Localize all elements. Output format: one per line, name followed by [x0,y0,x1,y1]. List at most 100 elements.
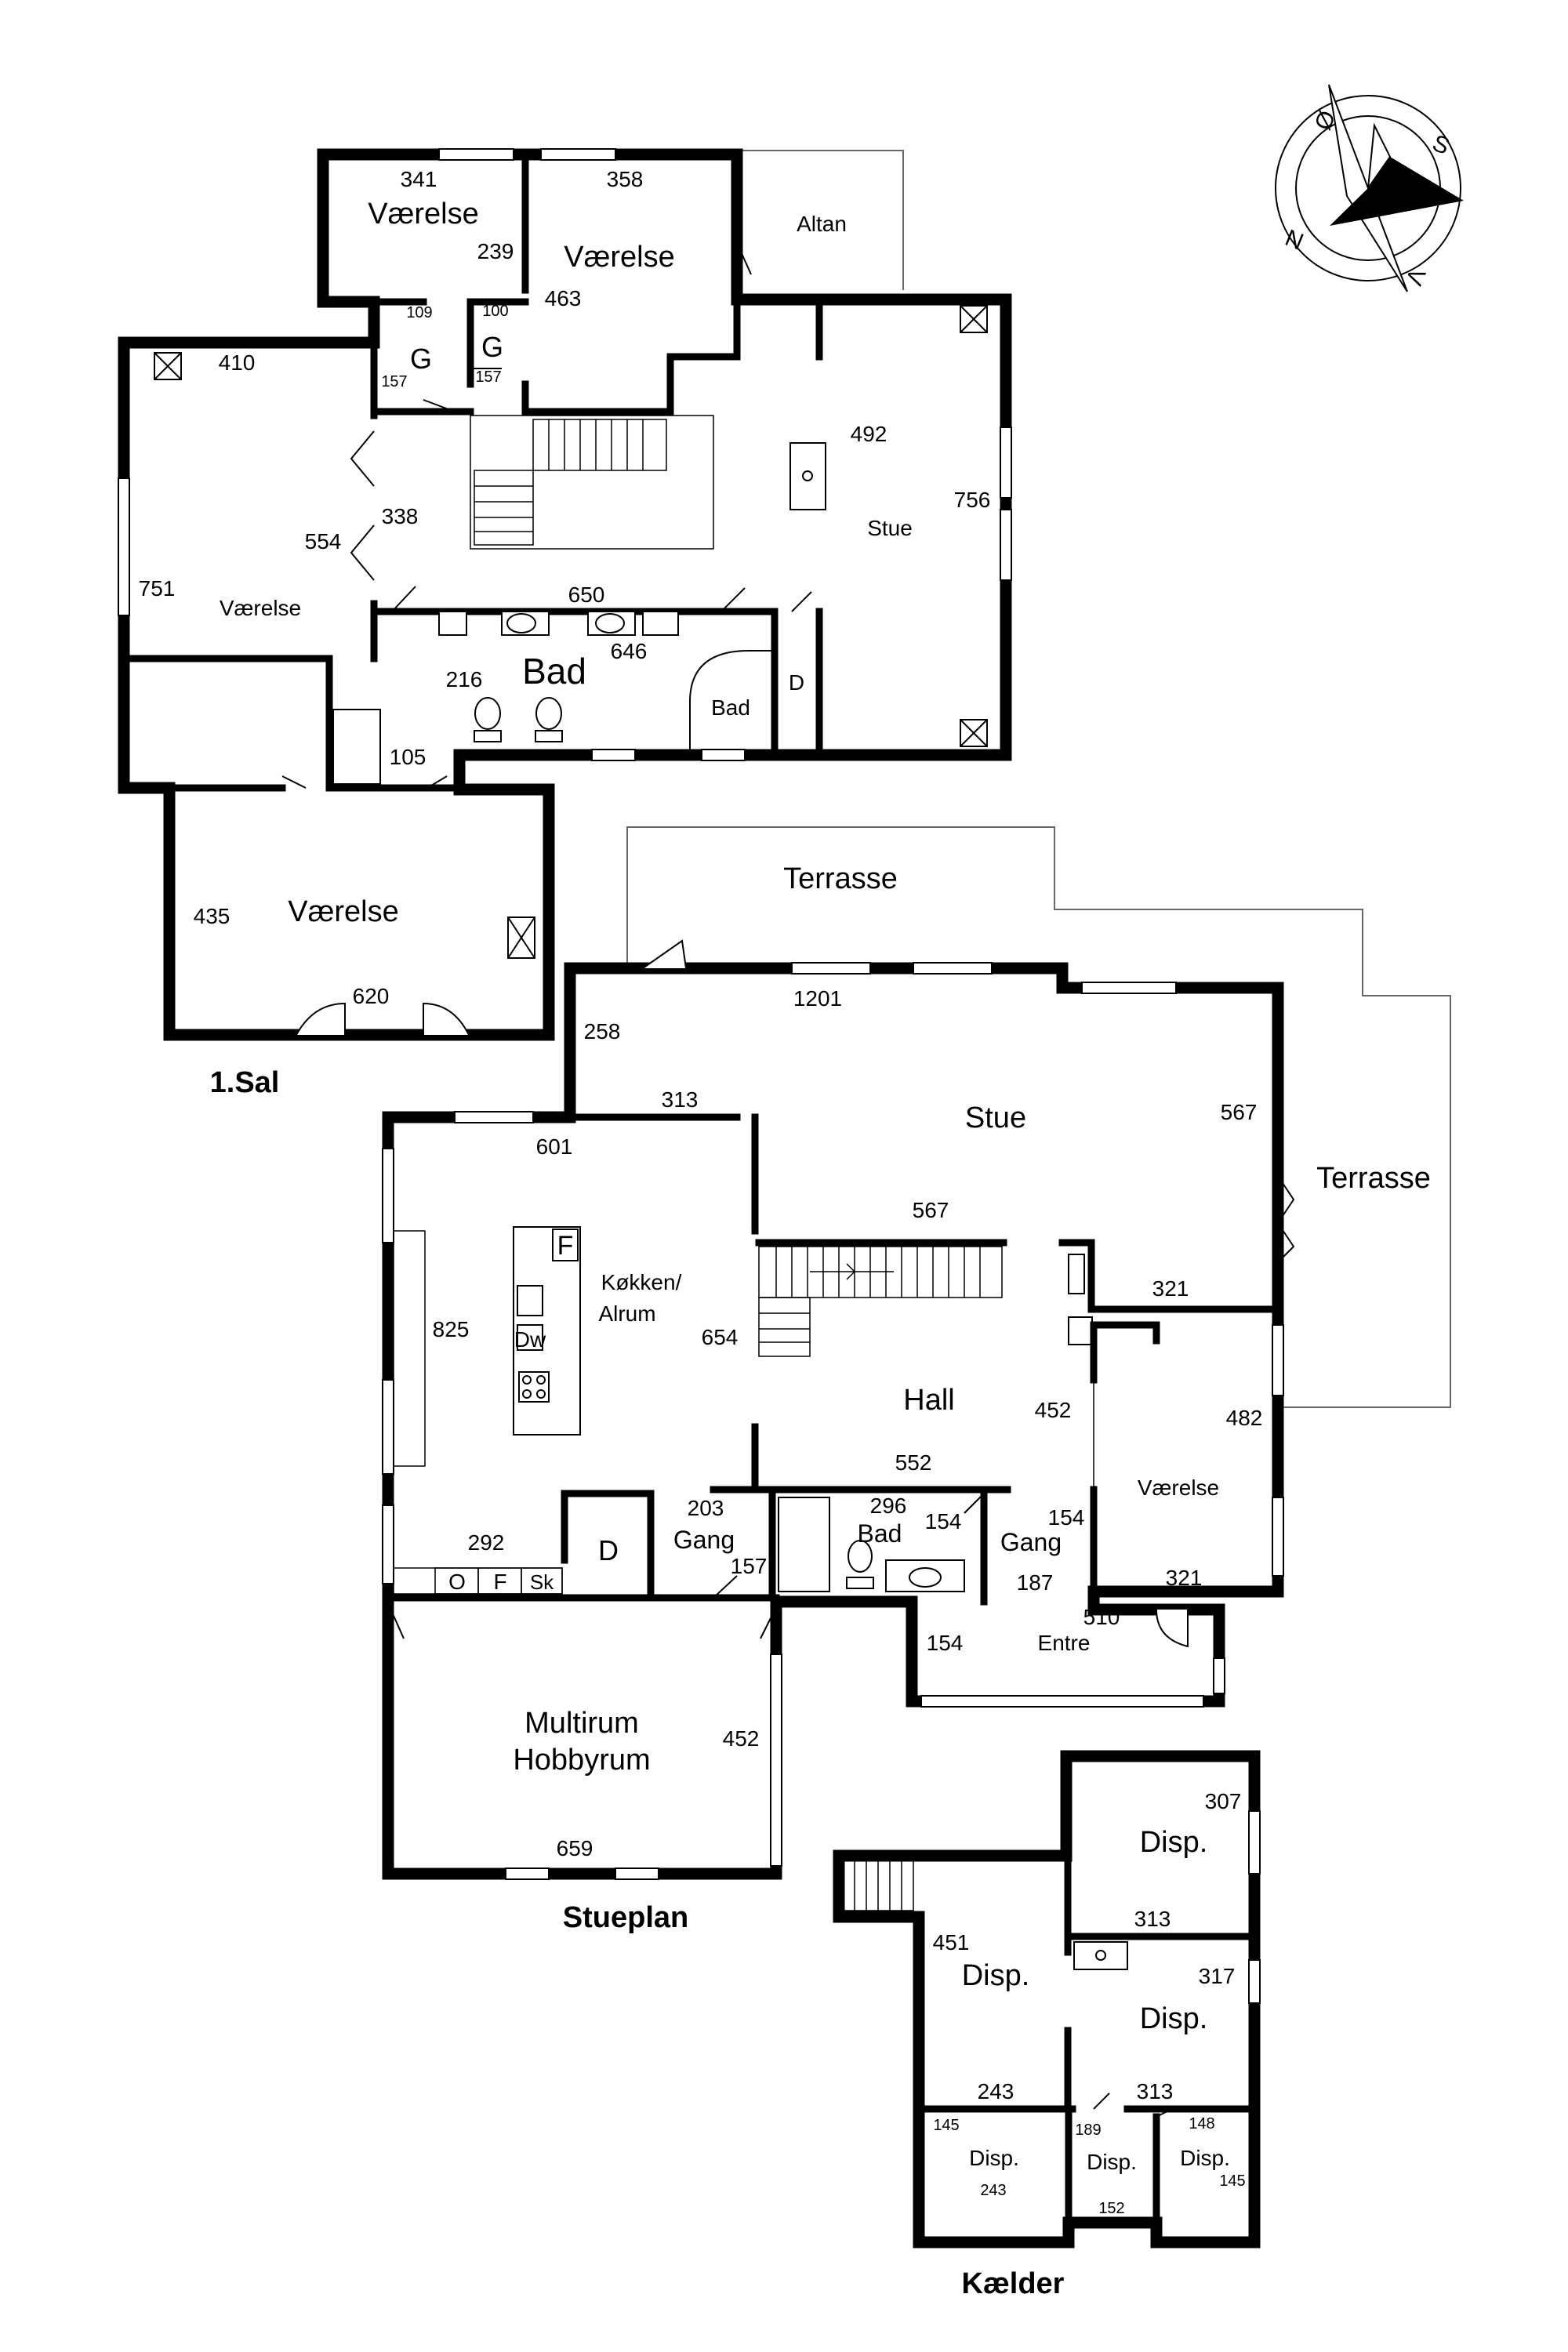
ground-room-terrasse-right: Terrasse [1316,1162,1431,1195]
ground-dim-154b: 154 [927,1631,964,1655]
first-dim-435: 435 [194,904,230,928]
ground-window-1 [791,962,871,975]
ground-dim-203: 203 [688,1496,724,1520]
ground-window-entre-side [1213,1657,1225,1694]
first-door-fold-2 [350,524,375,581]
first-door-south-bottom-left [296,1002,346,1036]
first-wall-bath-west [120,655,333,792]
first-dim-492: 492 [851,422,887,446]
ground-room-stue: Stue [965,1102,1026,1134]
ground-door-bath [964,1493,985,1514]
ground-dim-510: 510 [1083,1605,1120,1629]
ground-dim-452a: 452 [1035,1398,1072,1422]
ground-window-multi-east [770,1653,782,1867]
basement-floor-title: Kælder [962,2267,1065,2300]
ground-room-kitchen-line2: Alrum [598,1301,655,1326]
first-dim-216: 216 [446,667,483,691]
ground-room-d: D [598,1534,619,1566]
ground-room-terrasse-top: Terrasse [783,862,898,895]
compass-outer-ring [1275,95,1461,281]
ground-dim-296: 296 [870,1494,907,1518]
ground-dim-601: 601 [536,1134,573,1159]
basement-dim-243b: 243 [980,2182,1006,2199]
ground-dim-654: 654 [702,1325,739,1349]
ground-shower [778,1497,830,1592]
first-bath-cabinet-4 [642,611,679,636]
first-shower-tray [332,709,381,785]
first-dim-341: 341 [401,167,437,191]
basement-dim-307: 307 [1205,1789,1242,1813]
ground-room-multi-line2: Hobbyrum [513,1744,650,1777]
ground-door-gang [713,1575,738,1599]
basement-room-disp-f: Disp. [1180,2146,1230,2170]
ground-dim-258: 258 [584,1019,621,1044]
ground-wall-chimney [1058,1239,1282,1313]
first-door-g1 [423,399,456,412]
basement-sink [1073,1941,1128,1970]
ground-dim-452b: 452 [723,1726,760,1751]
ground-kitchen-sink [517,1285,543,1316]
first-dim-157b: 157 [475,368,501,386]
first-door-fold-1 [350,430,375,487]
ground-stair [758,1246,1003,1357]
first-dim-239: 239 [477,239,514,263]
first-stair [474,419,667,546]
ground-floor-title: Stueplan [563,1901,688,1934]
ground-dim-313: 313 [662,1087,699,1112]
ground-fixture-fridge: F [557,1231,574,1261]
basement-dim-152: 152 [1098,2200,1124,2217]
ground-fridge-box [552,1229,579,1261]
basement-dim-189: 189 [1075,2122,1101,2139]
first-room-bad-big: Bad [522,651,586,691]
first-door-bath-west [391,586,416,612]
ground-dim-482: 482 [1226,1406,1263,1430]
ground-room-entre: Entre [1038,1631,1091,1655]
first-bath-shower-curve [689,650,775,755]
first-window-7 [701,749,746,761]
first-room-bad-small: Bad [711,695,750,720]
basement-stair [842,1859,914,1911]
first-bath-toilet-2 [535,697,563,742]
first-room-stue: Stue [867,516,913,540]
ground-dim-187: 187 [1017,1570,1054,1595]
first-room-vaerelse-a: Værelse [368,198,479,230]
basement-plan: Disp. Disp. Disp. Disp. Disp. Disp. 307 … [833,1750,1261,2300]
first-dim-105: 105 [390,745,426,769]
ground-fixture-freezer: F [493,1570,506,1594]
first-stair-landing [470,415,714,550]
ground-kitchen-counter-west [393,1230,426,1467]
compass-needle-fill [1330,157,1464,226]
ground-window-6 [382,1379,394,1475]
first-bath-sink-2 [595,613,625,633]
ground-wall-d [561,1490,655,1602]
ground-dim-321a: 321 [1152,1276,1189,1301]
first-room-altan: Altan [797,212,847,236]
first-room-d: D [789,670,804,695]
basement-room-disp-d: Disp. [969,2146,1019,2170]
first-dim-554: 554 [305,529,342,554]
ground-dim-552: 552 [895,1450,932,1475]
first-dim-751: 751 [139,576,176,601]
first-dim-650: 650 [568,583,605,607]
ground-window-5 [382,1148,394,1243]
ground-window-9 [1272,1497,1284,1577]
ground-window-7 [382,1504,394,1584]
basement-room-disp-e: Disp. [1087,2150,1137,2174]
ground-door-terrasse-top [642,939,687,969]
first-bath-sink-1 [506,613,536,633]
first-window-4 [1000,509,1012,581]
first-skylight-stue-bottom [960,719,988,747]
basement-dim-313a: 313 [1134,1907,1171,1931]
compass-rose: Ø S V N [1275,84,1464,292]
first-dim-620: 620 [353,984,390,1008]
ground-dim-1201: 1201 [793,986,842,1011]
ground-terrasse-outline [626,826,1451,1408]
first-dim-338: 338 [382,504,419,528]
compass-north-letter: N [1282,223,1307,254]
ground-window-4 [454,1111,534,1123]
first-room-g2: G [481,331,503,363]
ground-dim-567b: 567 [913,1198,949,1222]
first-dim-463: 463 [545,286,582,310]
first-window-5 [118,477,130,616]
basement-exterior-wall [833,1750,1261,2249]
